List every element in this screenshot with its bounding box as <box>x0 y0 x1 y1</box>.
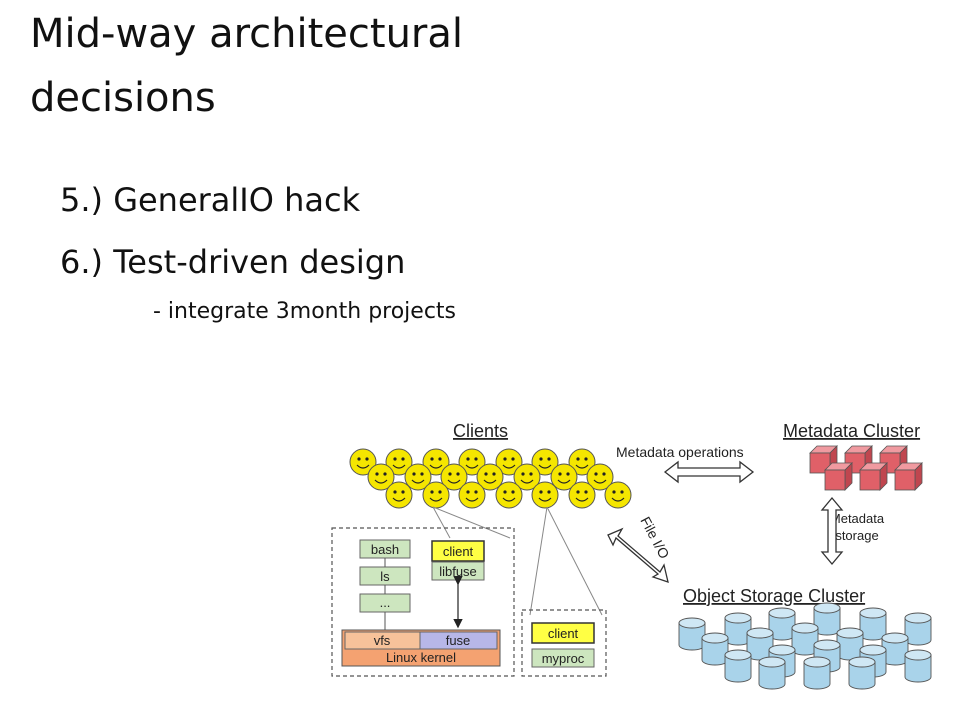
file-io-arrow <box>607 527 669 583</box>
storage-node-cylinder <box>701 632 729 666</box>
linux-kernel-label: Linux kernel <box>386 650 456 665</box>
libfuse-label: libfuse <box>439 564 477 579</box>
metadata-server-cube <box>859 462 888 491</box>
smiley-client-icon <box>458 481 486 509</box>
smiley-client-icon <box>550 463 578 491</box>
myproc-client-box <box>531 622 595 644</box>
smiley-client-icon <box>385 481 413 509</box>
zoom-line <box>432 506 451 539</box>
smiley-client-icon <box>495 448 523 476</box>
myproc-client-label: client <box>548 626 579 641</box>
smiley-client-icon <box>495 481 523 509</box>
clients-label: Clients <box>453 421 508 441</box>
myproc-host-box <box>521 609 607 677</box>
metadata-storage-label-1: Metadata <box>830 511 885 526</box>
storage-node-cylinder <box>746 627 774 661</box>
smiley-client-icon <box>604 481 632 509</box>
myproc-label: myproc <box>542 651 585 666</box>
smiley-client-icon <box>568 448 596 476</box>
sub-bullet-integrate-projects: - integrate 3month projects <box>153 299 457 324</box>
smiley-client-icon <box>458 448 486 476</box>
storage-node-cylinder <box>724 649 752 683</box>
fuse-label: fuse <box>446 633 471 648</box>
smiley-client-icon <box>513 463 541 491</box>
slide-title: Mid-way architectural decisions <box>30 11 463 121</box>
fuse-box <box>419 631 498 650</box>
client-label: client <box>443 544 474 559</box>
metadata-server-cube <box>824 462 853 491</box>
object-storage-nodes <box>678 602 932 690</box>
metadata-storage-arrow <box>820 496 844 566</box>
smiley-client-icon <box>531 481 559 509</box>
storage-node-cylinder <box>803 656 831 690</box>
smiley-client-icon <box>422 481 450 509</box>
smiley-client-icon <box>367 463 395 491</box>
metadata-operations-arrow <box>663 460 755 484</box>
zoom-line <box>432 506 511 539</box>
client-host-box <box>331 527 515 677</box>
bullet-test-driven-design: 6.) Test-driven design <box>60 243 406 281</box>
storage-node-cylinder <box>859 607 887 641</box>
myproc-box <box>531 648 595 668</box>
vfs-label: vfs <box>374 633 391 648</box>
bash-label: bash <box>371 542 399 557</box>
smiley-client-icon <box>531 448 559 476</box>
storage-node-cylinder <box>836 627 864 661</box>
metadata-server-cube <box>894 462 923 491</box>
storage-node-cylinder <box>758 656 786 690</box>
object-storage-cluster-label: Object Storage Cluster <box>683 586 865 606</box>
bullet-generalio-hack: 5.) GeneralIO hack <box>60 181 361 219</box>
storage-node-cylinder <box>881 632 909 666</box>
storage-node-cylinder <box>813 602 841 636</box>
zoom-line <box>546 506 603 616</box>
zoom-line <box>529 506 548 616</box>
file-io-label: File I/O <box>637 514 672 561</box>
ls-label: ls <box>380 569 390 584</box>
metadata-storage-label-2: storage <box>835 528 878 543</box>
smiley-client-icon <box>440 463 468 491</box>
ceph-architecture-diagram: Clients Metadata Cluster Metadata operat… <box>331 421 932 690</box>
metadata-operations-label: Metadata operations <box>616 444 744 460</box>
smiley-client-icon <box>476 463 504 491</box>
metadata-cluster-label: Metadata Cluster <box>783 421 920 441</box>
client-box <box>431 540 485 562</box>
smiley-client-icon <box>586 463 614 491</box>
storage-node-cylinder <box>904 612 932 646</box>
smiley-client-icon <box>422 448 450 476</box>
storage-node-cylinder <box>848 656 876 690</box>
smiley-client-icon <box>404 463 432 491</box>
metadata-servers <box>809 445 923 491</box>
storage-node-cylinder <box>678 617 706 651</box>
smiley-client-icon <box>385 448 413 476</box>
metadata-server-cube <box>809 445 838 474</box>
storage-node-cylinder <box>904 649 932 683</box>
clients-cloud <box>349 448 632 509</box>
smiley-client-icon <box>349 448 377 476</box>
dots-label: ... <box>380 595 391 610</box>
storage-node-cylinder <box>791 622 819 656</box>
smiley-client-icon <box>568 481 596 509</box>
